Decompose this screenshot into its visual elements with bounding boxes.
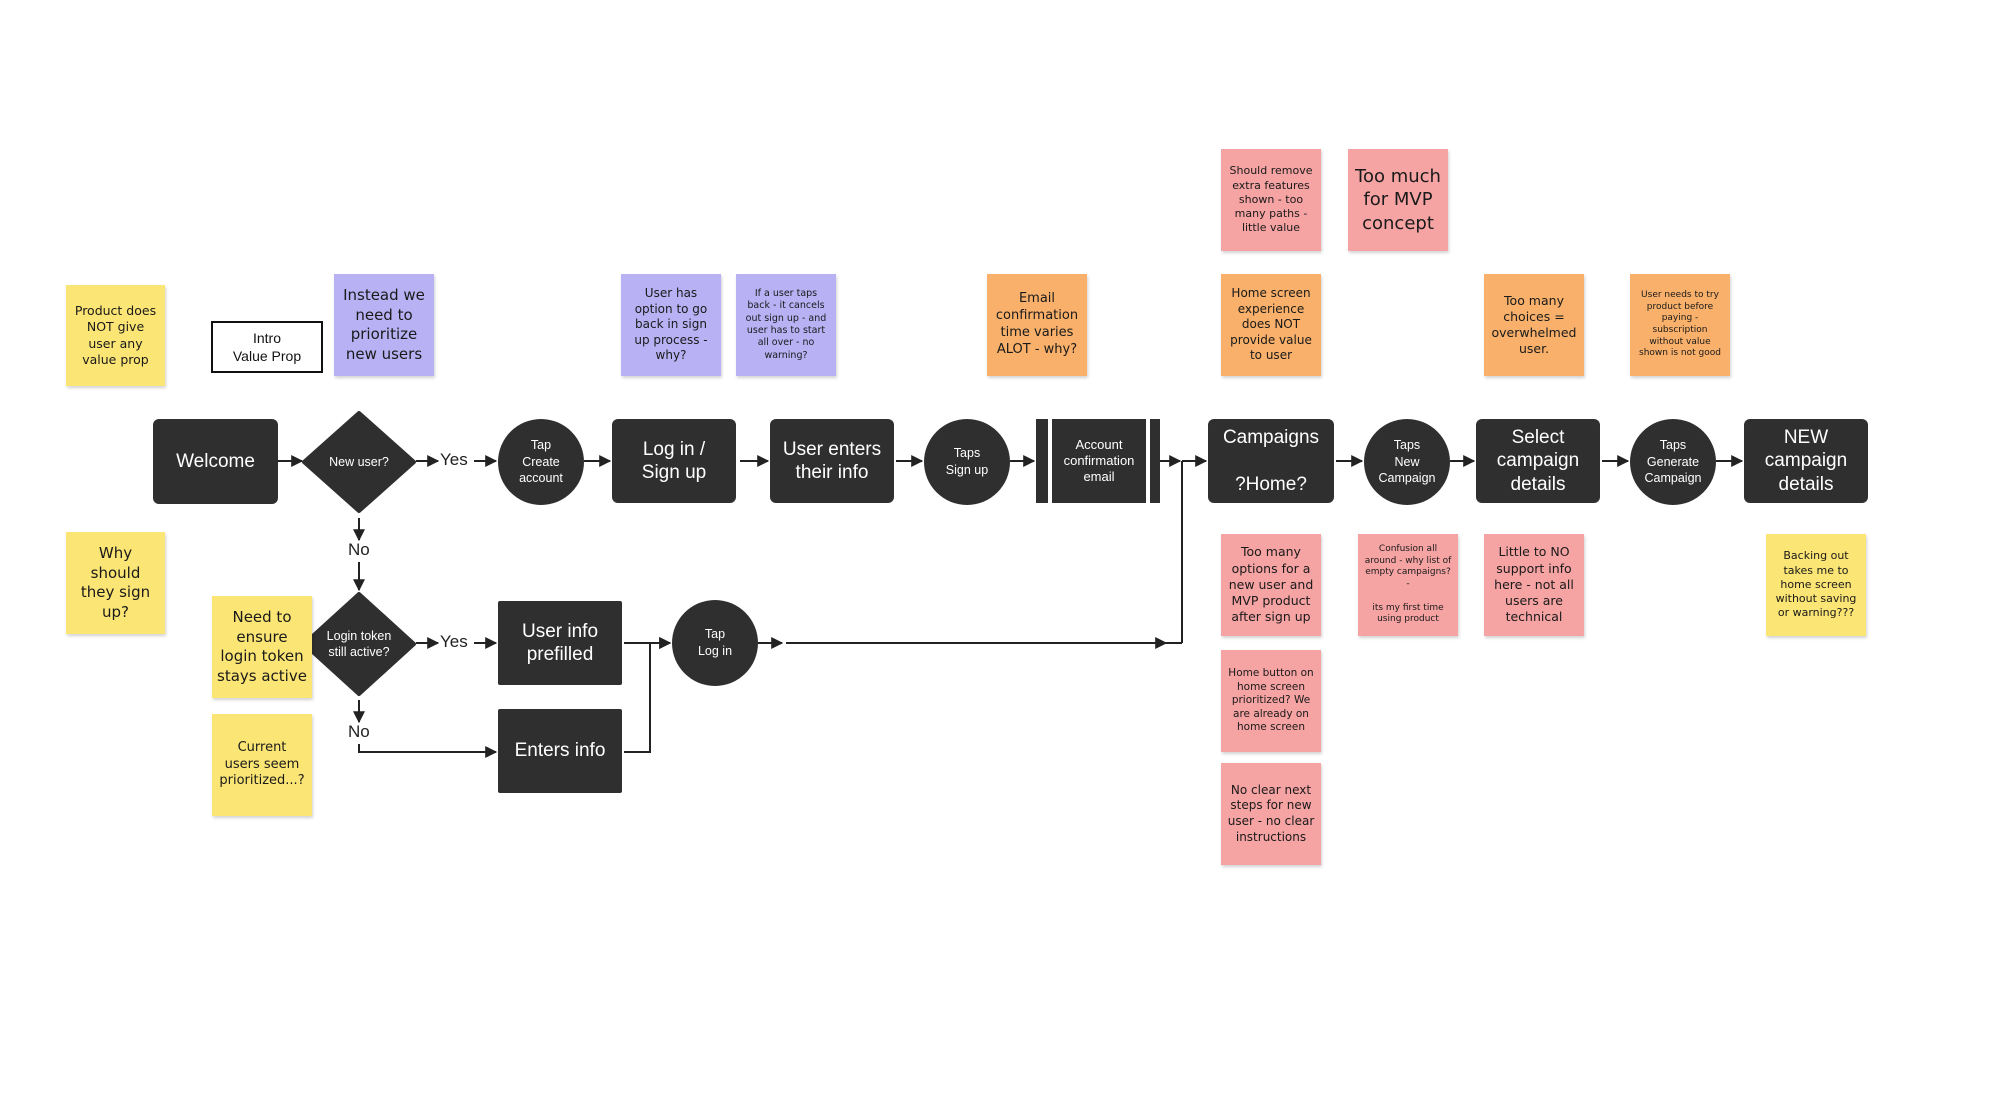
taps-generate-campaign-node[interactable]: Taps Generate Campaign [1630, 419, 1716, 505]
sticky-little-support: Little to NO support info here - not all… [1484, 534, 1584, 636]
select-campaign-details-node[interactable]: Select campaign details [1476, 419, 1600, 503]
sticky-try-before-paying: User needs to try product before paying … [1630, 274, 1730, 376]
sticky-product-no-value: Product does NOT give user any value pro… [66, 285, 165, 386]
sticky-email-confirmation: Email confirmation time varies ALOT - wh… [987, 274, 1087, 376]
user-info-prefilled-node[interactable]: User info prefilled [498, 601, 622, 685]
tap-create-account-node[interactable]: Tap Create account [498, 419, 584, 505]
new-campaign-details-node[interactable]: NEW campaign details [1744, 419, 1868, 503]
account-confirmation-left-bar [1036, 419, 1048, 503]
sticky-too-many-options: Too many options for a new user and MVP … [1221, 534, 1321, 636]
account-confirmation-node[interactable]: Account confirmation email [1052, 419, 1146, 503]
welcome-node[interactable]: Welcome [153, 419, 278, 504]
sticky-no-next-steps: No clear next steps for new user - no cl… [1221, 763, 1321, 865]
account-confirmation-right-bar [1150, 419, 1160, 503]
diamond-shape [302, 411, 416, 513]
new-user-decision[interactable]: New user? [302, 411, 416, 513]
arrow-no-entersinfo [358, 744, 498, 758]
sticky-too-many-choices: Too many choices = overwhelmed user. [1484, 274, 1584, 376]
sticky-ensure-login-token: Need to ensure login token stays active [212, 596, 312, 698]
sticky-instead-prioritize: Instead we need to prioritize new users [334, 274, 434, 376]
login-token-label: Login token still active? [326, 628, 392, 659]
diamond-shape [302, 592, 416, 696]
intro-value-prop-box[interactable]: Intro Value Prop [211, 321, 323, 373]
arrow-entersinfo-taplogin [624, 637, 672, 753]
new-user-label: New user? [329, 454, 389, 469]
sticky-home-no-value: Home screen experience does NOT provide … [1221, 274, 1321, 376]
login-signup-node[interactable]: Log in / Sign up [612, 419, 736, 503]
taps-signup-node[interactable]: Taps Sign up [924, 419, 1010, 505]
tap-login-node[interactable]: Tap Log in [672, 600, 758, 686]
yes-label-1: Yes [440, 450, 468, 469]
campaigns-home-node[interactable]: Campaigns ?Home? [1208, 419, 1334, 503]
no-label-2: No [348, 722, 370, 741]
yes-label-2: Yes [440, 632, 468, 651]
sticky-option-go-back: User has option to go back in sign up pr… [621, 274, 721, 376]
sticky-remove-extra-features: Should remove extra features shown - too… [1221, 149, 1321, 251]
enters-info-node[interactable]: Enters info [498, 709, 622, 793]
user-enters-info-node[interactable]: User enters their info [770, 419, 894, 503]
taps-new-campaign-node[interactable]: Taps New Campaign [1364, 419, 1450, 505]
sticky-too-much-mvp: Too much for MVP concept [1348, 149, 1448, 251]
sticky-confusion-all-around: Confusion all around - why list of empty… [1358, 534, 1458, 636]
sticky-taps-back-cancels: If a user taps back - it cancels out sig… [736, 274, 836, 376]
login-token-decision[interactable]: Login token still active? [302, 592, 416, 696]
sticky-why-sign-up: Why should they sign up? [66, 532, 165, 634]
sticky-home-button: Home button on home screen prioritized? … [1221, 650, 1321, 752]
sticky-current-users: Current users seem prioritized...? [212, 714, 312, 816]
sticky-backing-out: Backing out takes me to home screen with… [1766, 534, 1866, 636]
no-label-1: No [348, 540, 370, 559]
